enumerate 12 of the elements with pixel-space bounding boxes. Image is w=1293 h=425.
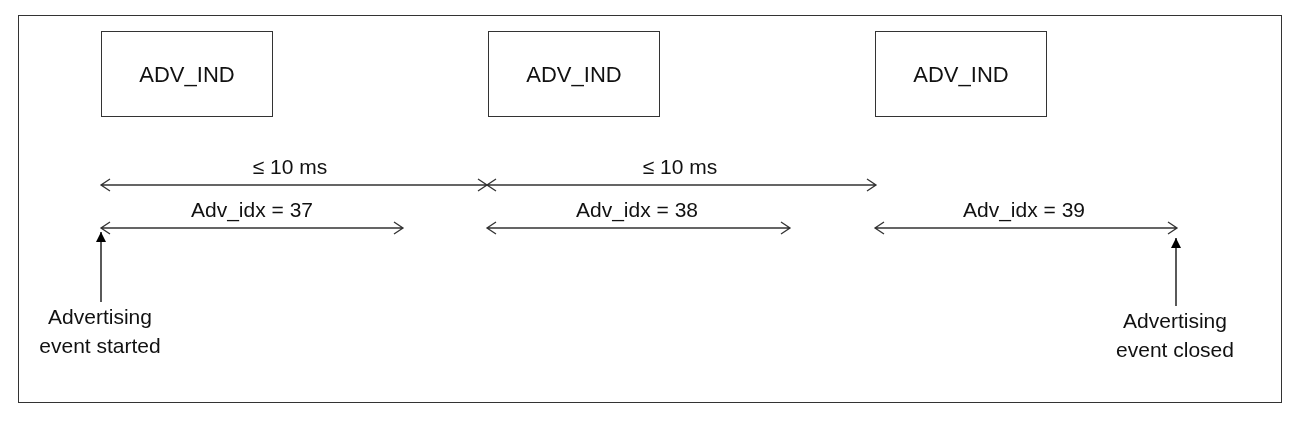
event-note: Advertising event closed [1105, 306, 1245, 392]
dimension-label: Adv_idx = 38 [576, 198, 698, 222]
dimension-label: ≤ 10 ms [642, 155, 718, 179]
dimension-label: Adv_idx = 37 [191, 198, 313, 222]
packet-box: ADV_IND [488, 31, 660, 117]
arrow [1171, 237, 1181, 307]
packet-box: ADV_IND [101, 31, 273, 117]
packet-box: ADV_IND [875, 31, 1047, 117]
dimension-label: Adv_idx = 39 [963, 198, 1085, 222]
event-note: Advertising event started [30, 302, 170, 388]
dimension-label: ≤ 10 ms [252, 155, 328, 179]
arrow [96, 231, 106, 303]
